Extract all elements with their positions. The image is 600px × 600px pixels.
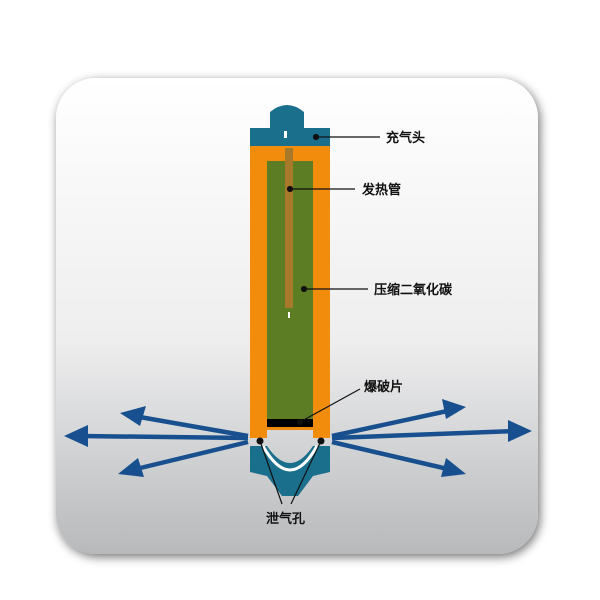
vent-arrow-left-middle — [64, 425, 249, 447]
vent-nozzle — [250, 445, 330, 496]
leader-lines — [259, 133, 380, 505]
vent-arrows-right — [331, 399, 532, 477]
vent-arrow-right-middle — [331, 420, 532, 442]
vent-arrow-right-lower — [331, 439, 466, 477]
vent-arrows-left — [64, 406, 249, 477]
vent-arrow-left-upper — [120, 406, 249, 439]
inflation-head — [250, 105, 330, 146]
label-heating-tube: 发热管 — [361, 182, 401, 198]
label-inflation-head: 充气头 — [386, 130, 425, 146]
label-compressed-co2: 压缩二氧化碳 — [374, 282, 453, 298]
label-burst-disc: 爆破片 — [364, 379, 403, 395]
heating-tube — [285, 148, 293, 308]
label-vent-holes: 泄气孔 — [266, 511, 305, 527]
vent-arrow-right-upper — [331, 399, 466, 439]
vent-arrow-left-lower — [118, 439, 249, 477]
burst-disc — [267, 419, 313, 427]
